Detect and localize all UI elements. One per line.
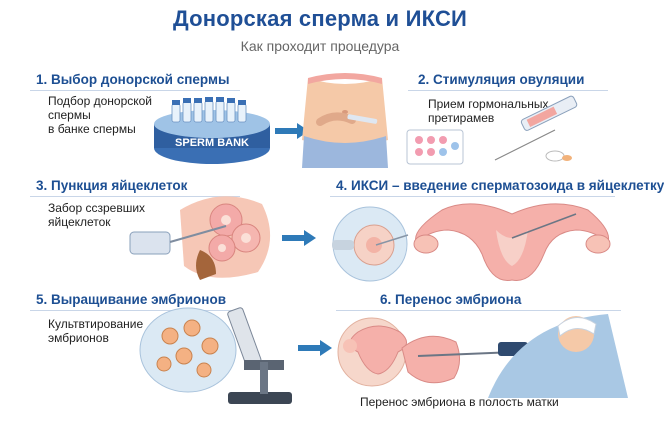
abdomen-injection-illustration <box>302 73 388 168</box>
icsi-microscope-view-illustration <box>332 206 409 282</box>
step-1-divider <box>30 90 240 91</box>
step-6-description: Перенос эмбриона в полость матки <box>360 395 559 409</box>
pills-syringe-illustration <box>406 95 578 165</box>
step-6-title: 6. Перенос эмбриона <box>380 292 522 307</box>
embryo-culture-illustration <box>139 307 292 404</box>
step-3-title: 3. Пункция яйцеклеток <box>36 178 188 193</box>
step-6-divider <box>336 310 621 311</box>
sperm-bank-illustration: SPERM BANK <box>154 97 270 164</box>
step-3-divider <box>30 196 240 197</box>
embryo-transfer-illustration <box>337 314 628 398</box>
step-4-title: 4. ИКСИ – введение сперматозоида в яйцек… <box>336 178 664 193</box>
step-5-title: 5. Выращивание эмбрионов <box>36 292 226 307</box>
arrow-5-to-6-icon <box>298 340 332 356</box>
sperm-bank-label: SPERM BANK <box>175 137 249 149</box>
page-subtitle: Как проходит процедура <box>240 38 400 54</box>
step-3-description: Забор ссзревших яйцеклеток <box>48 201 146 229</box>
step-5-description: Культвтирование эмбрионов <box>48 317 144 345</box>
step-1-title: 1. Выбор донорской спермы <box>36 72 230 87</box>
egg-retrieval-illustration <box>129 196 271 280</box>
uterus-illustration <box>413 203 611 281</box>
page-title: Донорская сперма и ИКСИ <box>172 6 468 31</box>
step-2-divider <box>408 90 608 91</box>
step-4-divider <box>330 196 615 197</box>
arrow-3-to-4-icon <box>282 230 316 246</box>
step-2-description: Прием гормональных претирамев <box>428 97 549 125</box>
step-5-divider <box>30 310 240 311</box>
arrow-1-to-2-icon <box>275 123 309 139</box>
step-2-title: 2. Стимуляция овуляции <box>418 72 585 87</box>
step-1-description: Подбор донорской спермы в банке спермы <box>48 94 153 136</box>
